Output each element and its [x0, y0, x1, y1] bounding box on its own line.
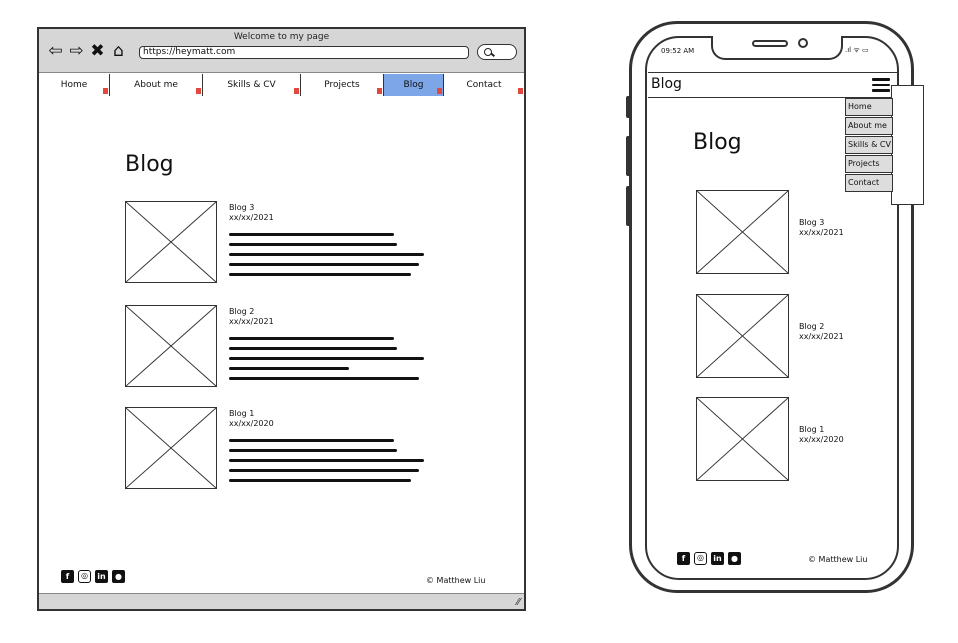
status-time: 09:52 AM [661, 47, 695, 55]
link-flag-icon [103, 88, 108, 94]
github-icon[interactable]: ● [728, 552, 741, 565]
facebook-icon[interactable]: f [61, 570, 74, 583]
github-icon[interactable]: ● [112, 570, 125, 583]
link-flag-icon [437, 88, 442, 94]
link-flag-icon [196, 88, 201, 94]
menu-item-contact[interactable]: Contact [845, 174, 893, 192]
link-flag-icon [377, 88, 382, 94]
nav-tab-blog[interactable]: Blog [384, 74, 444, 96]
post-date: xx/xx/2021 [229, 317, 274, 326]
post-date: xx/xx/2020 [799, 435, 844, 444]
nav-tab-skills[interactable]: Skills & CV [203, 74, 301, 96]
mobile-page-title: Blog [693, 130, 742, 155]
phone-side-button [626, 136, 631, 176]
menu-item-about[interactable]: About me [845, 117, 893, 135]
blog-post[interactable]: Blog 3 xx/xx/2021 [696, 190, 856, 274]
image-placeholder [696, 190, 789, 274]
window-title: Welcome to my page [233, 32, 330, 42]
nav-tab-label: Skills & CV [227, 80, 276, 90]
image-placeholder [696, 397, 789, 481]
linkedin-icon[interactable]: in [711, 552, 724, 565]
home-icon[interactable]: ⌂ [113, 41, 124, 61]
post-title: Blog 2 [229, 307, 255, 316]
copyright-text: © Matthew Liu [426, 576, 486, 585]
browser-nav-icons: ⇦ ⇨ ✖ ⌂ [47, 41, 127, 61]
back-arrow-icon[interactable]: ⇦ [48, 41, 63, 61]
signal-wifi-battery-icon: .ıl ᯤ ▭ [845, 46, 869, 54]
hamburger-menu-icon[interactable] [872, 78, 890, 92]
instagram-icon[interactable]: ◎ [694, 552, 707, 565]
blog-post[interactable]: Blog 1 xx/xx/2020 [696, 397, 856, 481]
nav-tab-label: Blog [403, 80, 424, 90]
image-placeholder [696, 294, 789, 378]
image-placeholder [125, 201, 217, 283]
menu-item-home[interactable]: Home [845, 98, 893, 116]
mobile-header-title: Blog [651, 76, 682, 92]
instagram-icon[interactable]: ◎ [78, 570, 91, 583]
link-flag-icon [518, 88, 523, 94]
nav-tab-contact[interactable]: Contact [444, 74, 524, 96]
post-title: Blog 2 [799, 322, 825, 331]
post-date: xx/xx/2020 [229, 419, 274, 428]
post-title: Blog 3 [799, 218, 825, 227]
page-title: Blog [125, 152, 174, 177]
blog-post[interactable]: Blog 3 xx/xx/2021 [125, 201, 485, 285]
nav-tab-label: Projects [324, 80, 360, 90]
post-date: xx/xx/2021 [229, 213, 274, 222]
nav-tab-about[interactable]: About me [110, 74, 203, 96]
mobile-copyright-text: © Matthew Liu [808, 555, 868, 564]
nav-tab-projects[interactable]: Projects [301, 74, 384, 96]
desktop-browser-window: Welcome to my page ⇦ ⇨ ✖ ⌂ https://heyma… [37, 27, 526, 611]
menu-item-projects[interactable]: Projects [845, 155, 893, 173]
nav-tab-home[interactable]: Home [39, 74, 110, 96]
post-title: Blog 3 [229, 203, 255, 212]
resize-grip-icon[interactable]: ⁄⁄ [516, 597, 520, 608]
post-excerpt [229, 337, 429, 387]
phone-side-button [626, 186, 631, 226]
post-excerpt [229, 439, 429, 489]
post-title: Blog 1 [799, 425, 825, 434]
browser-toolbar: Welcome to my page ⇦ ⇨ ✖ ⌂ https://heyma… [39, 29, 524, 73]
blog-post[interactable]: Blog 2 xx/xx/2021 [696, 294, 856, 378]
desktop-nav-bar: Home About me Skills & CV Projects Blog … [39, 74, 524, 96]
post-date: xx/xx/2021 [799, 332, 844, 341]
mobile-social-links: f ◎ in ● [677, 552, 741, 565]
post-excerpt [229, 233, 429, 283]
search-button[interactable] [477, 44, 517, 60]
mobile-header: Blog [648, 72, 897, 98]
forward-arrow-icon[interactable]: ⇨ [69, 41, 84, 61]
camera-icon [798, 38, 808, 48]
nav-tab-label: Contact [466, 80, 502, 90]
menu-item-skills[interactable]: Skills & CV [845, 136, 893, 154]
phone-side-button [626, 96, 631, 118]
social-links: f ◎ in ● [61, 570, 125, 583]
nav-tab-label: Home [60, 80, 88, 90]
image-placeholder [125, 305, 217, 387]
mobile-dropdown-menu: Home About me Skills & CV Projects Conta… [845, 98, 893, 193]
image-placeholder [125, 407, 217, 489]
post-date: xx/xx/2021 [799, 228, 844, 237]
search-icon [484, 48, 492, 56]
link-flag-icon [294, 88, 299, 94]
facebook-icon[interactable]: f [677, 552, 690, 565]
linkedin-icon[interactable]: in [95, 570, 108, 583]
close-icon[interactable]: ✖ [90, 41, 105, 61]
post-title: Blog 1 [229, 409, 255, 418]
speaker-icon [752, 40, 788, 47]
url-field[interactable]: https://heymatt.com [139, 46, 469, 59]
browser-status-bar: ⁄⁄ [39, 593, 524, 609]
menu-panel [891, 85, 924, 205]
blog-post[interactable]: Blog 2 xx/xx/2021 [125, 305, 485, 389]
nav-tab-label: About me [134, 80, 178, 90]
blog-post[interactable]: Blog 1 xx/xx/2020 [125, 407, 485, 491]
